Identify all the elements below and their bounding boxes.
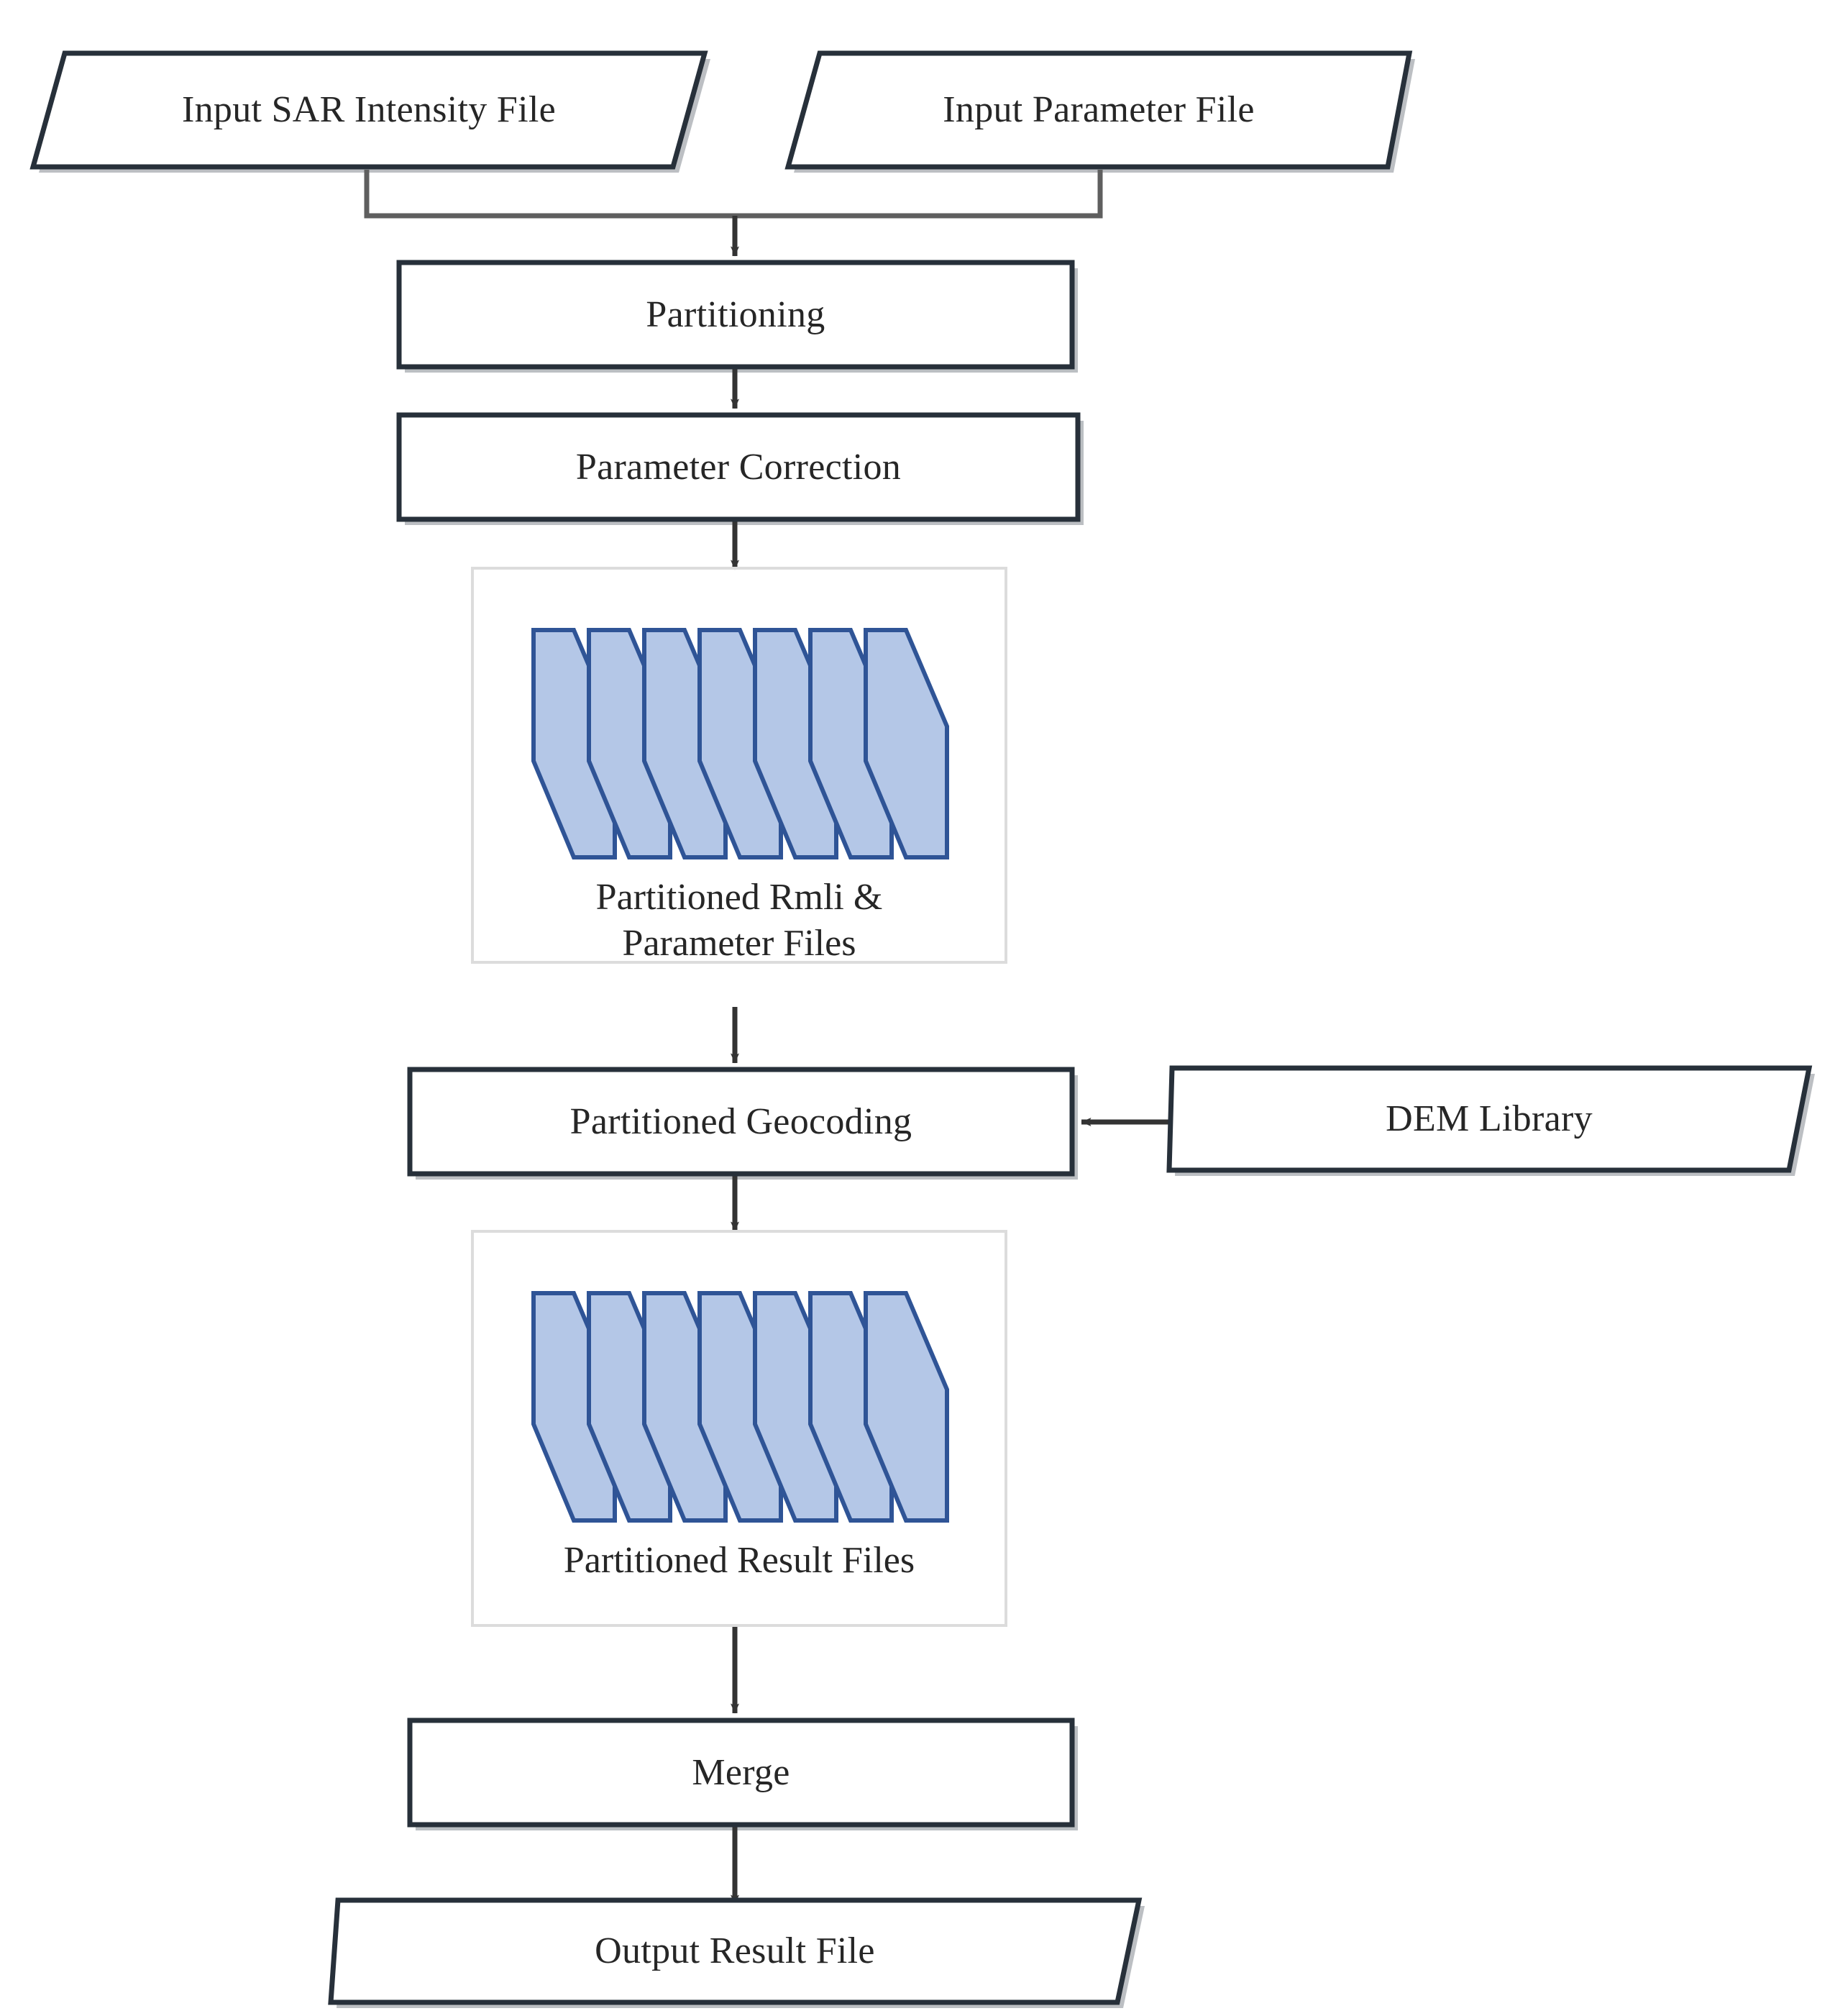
shape-partitioning [396, 260, 1075, 370]
shape-dem-library [1166, 1065, 1813, 1173]
connector-inputs-bracket [364, 170, 1103, 219]
sheet-stack-partitioned-results [531, 1291, 949, 1523]
group-box-partitioned-results [471, 1230, 1007, 1627]
shape-input-sar-intensity-file [29, 50, 708, 170]
shape-output-result-file [328, 1897, 1143, 2005]
shape-merge [407, 1718, 1075, 1828]
connector-arrows [731, 216, 1188, 1905]
stack-group-boxes [471, 567, 1007, 1627]
sheet-stack-partitioned-rmli [531, 628, 949, 859]
shape-parameter-correction [396, 412, 1081, 522]
connector-lines [364, 170, 1103, 219]
group-box-partitioned-rmli [471, 567, 1007, 964]
shape-input-parameter-file [784, 50, 1413, 170]
shape-outlines [29, 50, 1813, 2005]
shape-partitioned-geocoding [407, 1067, 1075, 1177]
